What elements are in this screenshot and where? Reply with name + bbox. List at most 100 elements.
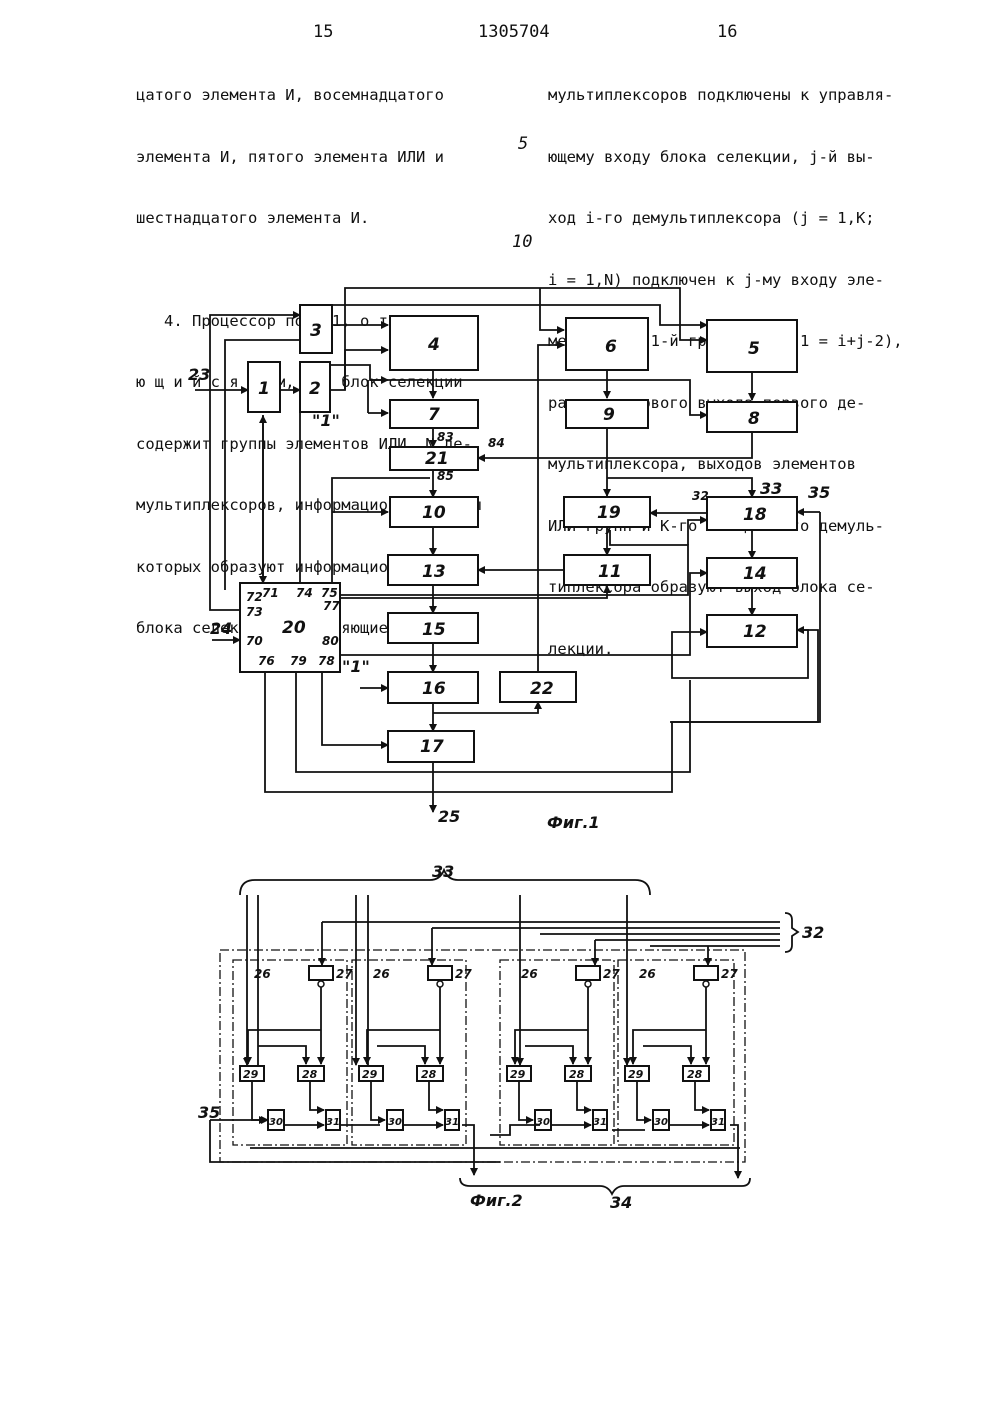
pin-label: 79 [290,654,307,668]
block-label: 4 [427,335,440,355]
figure-1-caption: Фиг.1 [547,813,600,832]
cell-wire [519,1081,533,1120]
pin-label: 77 [323,599,340,613]
cell-wire [695,1081,709,1110]
cell-label-27: 27 [455,967,472,981]
cell-register-27 [309,966,333,980]
node-83-label: 83 [437,430,454,444]
cell-wire [515,1030,588,1064]
pin-label: 72 [246,590,263,604]
fig2-cells: 26 27 29 28 30 31 26 27 29 28 30 31 26 27 29 28 30 31 26 27… [240,966,738,1130]
cell-wire [371,1081,385,1120]
block-label: 2 [309,379,321,399]
block-label: 14 [743,564,767,584]
cell-label-30: 30 [654,1117,668,1128]
cell-wire [643,1046,691,1064]
block-label: 9 [603,405,615,425]
cell-wire [248,1030,321,1064]
cell-label-26: 26 [254,967,271,981]
cell-wire [429,1081,443,1110]
const-one-label-b: "1" [342,657,370,676]
cell-register-27 [428,966,452,980]
cell-register-output [703,981,709,987]
pin-label: 74 [296,586,313,600]
pin-label: 80 [322,634,339,648]
block-label: 15 [422,620,446,640]
cell-wire [525,1046,573,1064]
const-one-label: "1" [312,411,340,430]
cell-label-28: 28 [569,1068,585,1081]
pin-label: 78 [318,654,335,668]
block-label: 8 [748,409,760,429]
figure-2-schematic: 26 27 29 28 30 31 26 27 29 28 30 31 26 27 29 28 30 31 26 27… [198,862,824,1212]
cell-label-29: 29 [628,1068,644,1081]
cell-label-28: 28 [687,1068,703,1081]
block-label: 16 [422,679,446,699]
input-24-label: 24 [210,619,232,638]
cell-label-29: 29 [510,1068,526,1081]
fig2-labels: 33 32 34 35 Фиг.2 [198,862,824,1212]
block-label: 19 [597,503,621,523]
block-label: 7 [428,405,440,425]
cell-label-27: 27 [336,967,353,981]
cell-label-31: 31 [326,1117,340,1128]
input-23-label: 23 [188,365,210,384]
cell-label-27: 27 [603,967,620,981]
figure-1-schematic: 1 2 3 4 5 6 7 8 9 10 11 12 13 14 15 16 1… [188,288,830,832]
block-label: 12 [743,622,767,642]
node-32-label: 32 [692,489,709,503]
cell-wire [577,1081,591,1110]
cell-label-30: 30 [536,1117,550,1128]
cell-label-31: 31 [445,1117,459,1128]
cell-label-30: 30 [269,1117,283,1128]
block-label: 10 [422,503,446,523]
cell-register-output [437,981,443,987]
block-label: 18 [743,505,767,525]
cell-label-31: 31 [711,1117,725,1128]
cell-label-29: 29 [243,1068,259,1081]
node-35-label: 35 [808,483,830,502]
input-35-label: 35 [198,1103,220,1122]
bus-32-lines [322,922,780,965]
bus-34-label: 34 [610,1193,632,1212]
cell-label-30: 30 [388,1117,402,1128]
pin-label: 70 [246,634,263,648]
node-85-label: 85 [437,469,454,483]
cell-label-26: 26 [639,967,656,981]
cell-label-31: 31 [593,1117,607,1128]
figure-2-caption: Фиг.2 [470,1191,523,1210]
block-label: 21 [425,449,449,469]
node-33-label: 33 [760,479,782,498]
block-label: 13 [422,562,446,582]
cell-register-27 [694,966,718,980]
pin-label: 75 [321,586,338,600]
cell-label-28: 28 [302,1068,318,1081]
output-25-label: 25 [438,807,460,826]
pin-label: 73 [246,605,263,619]
cell-wire [633,1030,706,1064]
cell-label-27: 27 [721,967,738,981]
cell-wire [377,1046,425,1064]
cell-label-28: 28 [421,1068,437,1081]
node-84-label: 84 [488,436,505,450]
block-label: 6 [605,337,617,357]
bus-32-label: 32 [802,923,824,942]
pin-label: 76 [258,654,275,668]
cell-wire [252,1081,266,1120]
cell-wire [258,1046,306,1064]
block-label: 3 [310,321,322,341]
cell-label-26: 26 [373,967,390,981]
cell-register-output [585,981,591,987]
pin-label: 71 [262,586,279,600]
bus-32-brace [785,913,798,952]
cell-label-26: 26 [521,967,538,981]
block-label: 20 [282,618,306,638]
cell-register-27 [576,966,600,980]
cell-wire [637,1081,651,1120]
block-label: 11 [598,562,622,582]
block-label: 5 [748,339,760,359]
bus-33-label: 33 [432,862,454,881]
cell-wire [310,1081,324,1110]
block-label: 17 [420,737,444,757]
